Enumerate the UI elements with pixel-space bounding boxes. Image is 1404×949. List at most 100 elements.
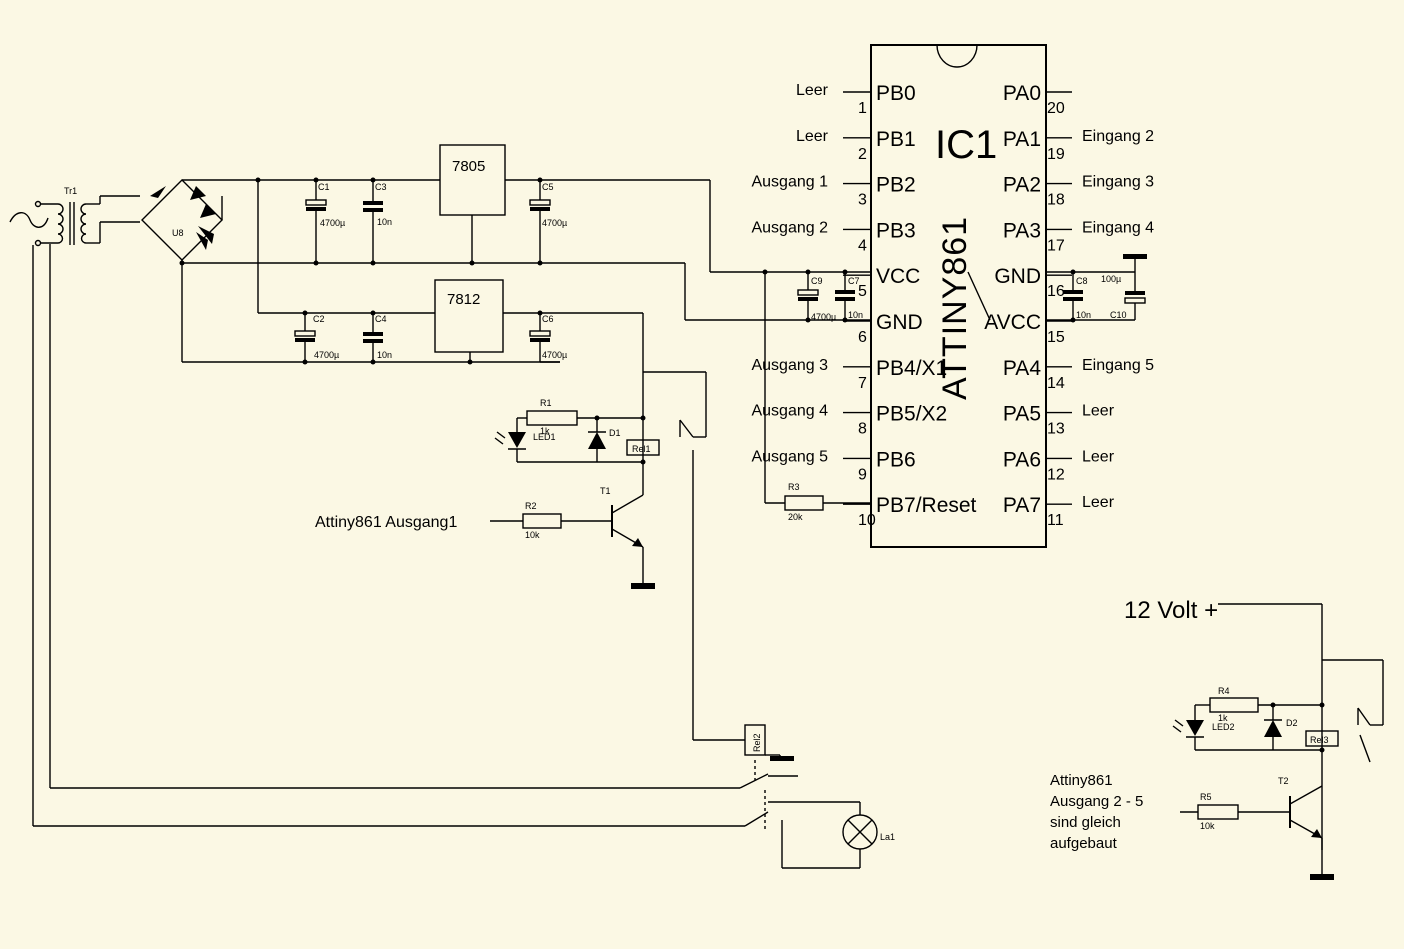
ic-pin-label-4: Ausgang 2 bbox=[751, 219, 828, 236]
ic-pin-name-12: PA6 bbox=[1003, 448, 1041, 471]
ic-decoupling: C9 4700µ C7 10n R3 20k bbox=[762, 269, 871, 522]
ic-pin-number-7: 7 bbox=[858, 375, 867, 392]
relay-driver-1: R1 1k LED1 D1 Rel1 Attiny861 Ausgang1 R2… bbox=[315, 371, 745, 741]
c3-ref: C3 bbox=[375, 182, 387, 192]
ic-pin-number-18: 18 bbox=[1047, 192, 1065, 209]
c7-ref: C7 bbox=[848, 276, 860, 286]
ic-pin-name-16: GND bbox=[994, 265, 1041, 288]
ic-pin-number-11: 11 bbox=[1047, 512, 1064, 529]
ic-pin-number-16: 16 bbox=[1047, 283, 1065, 300]
ic-pin-name-18: PA2 bbox=[1003, 174, 1041, 197]
c2-value: 4700µ bbox=[314, 350, 339, 360]
ic-pin-name-5: VCC bbox=[876, 265, 920, 288]
ic-pin-number-20: 20 bbox=[1047, 100, 1065, 117]
supply-12v-label: 12 Volt + bbox=[1124, 597, 1218, 624]
rel3-coil bbox=[1305, 730, 1339, 747]
ic-pin-name-8: PB5/X2 bbox=[876, 403, 947, 426]
d1-symbol bbox=[588, 432, 606, 449]
ic-pin-name-7: PB4/X1 bbox=[876, 357, 947, 380]
c10-ref: C10 bbox=[1110, 310, 1127, 320]
c5-value: 4700µ bbox=[542, 218, 567, 228]
ic-pin-number-1: 1 bbox=[858, 100, 867, 117]
ic-pin-label-11: Leer bbox=[1082, 494, 1115, 511]
ic-pin-label-2: Leer bbox=[796, 128, 829, 145]
r5-value: 10k bbox=[1200, 821, 1215, 831]
regulator-7805 bbox=[439, 144, 506, 216]
led1-ref: LED1 bbox=[533, 432, 556, 442]
ic-pin-number-13: 13 bbox=[1047, 421, 1065, 438]
ic-pin-label-19: Eingang 2 bbox=[1082, 128, 1154, 145]
r4-ref: R4 bbox=[1218, 686, 1230, 696]
ic-pin-name-19: PA1 bbox=[1003, 128, 1041, 151]
driver1-input-label: Attiny861 Ausgang1 bbox=[315, 514, 457, 531]
avcc-decoupling: C8 10n C10 100µ bbox=[967, 254, 1147, 323]
c3-value: 10n bbox=[377, 217, 392, 227]
rel2-ref: Rel2 bbox=[752, 733, 762, 752]
r1-ref: R1 bbox=[540, 398, 552, 408]
c10-value: 100µ bbox=[1101, 274, 1121, 284]
ic-pin-label-17: Eingang 4 bbox=[1082, 219, 1154, 236]
ic-pin-number-17: 17 bbox=[1047, 237, 1065, 254]
r3-value: 20k bbox=[788, 512, 803, 522]
rel3-ref: Rel3 bbox=[1310, 735, 1329, 745]
ic-pin-label-12: Leer bbox=[1082, 448, 1115, 465]
r2-ref: R2 bbox=[525, 501, 537, 511]
ic-pin-label-13: Leer bbox=[1082, 403, 1115, 420]
c9-ref: C9 bbox=[811, 276, 823, 286]
ic-pin-name-14: PA4 bbox=[1003, 357, 1041, 380]
ic-pin-name-13: PA5 bbox=[1003, 403, 1041, 426]
ic-pin-name-20: PA0 bbox=[1003, 82, 1041, 105]
ic-pin-number-15: 15 bbox=[1047, 329, 1065, 346]
ic-pin-label-9: Ausgang 5 bbox=[751, 448, 828, 465]
d1-ref: D1 bbox=[609, 428, 621, 438]
ic-pin-number-2: 2 bbox=[858, 146, 867, 163]
ic-pin-label-14: Eingang 5 bbox=[1082, 357, 1154, 374]
led2-ref: LED2 bbox=[1212, 722, 1235, 732]
c4-ref: C4 bbox=[375, 314, 387, 324]
ic-attiny861: IC1 ATTINY861 PB01LeerPB12LeerPB23Ausgan… bbox=[751, 44, 1154, 548]
c6-ref: C6 bbox=[542, 314, 554, 324]
r5-ref: R5 bbox=[1200, 792, 1212, 802]
ic-pin-label-7: Ausgang 3 bbox=[751, 357, 828, 374]
d2-ref: D2 bbox=[1286, 718, 1298, 728]
ic-pin-name-2: PB1 bbox=[876, 128, 916, 151]
transformer-ref: Tr1 bbox=[64, 186, 77, 196]
led2-symbol bbox=[1186, 720, 1204, 736]
regulator-7812-label: 7812 bbox=[447, 291, 480, 308]
transformer: Tr1 bbox=[9, 186, 140, 247]
ic-pin-number-5: 5 bbox=[858, 283, 867, 300]
c2-ref: C2 bbox=[313, 314, 325, 324]
ic-pin-number-3: 3 bbox=[858, 192, 867, 209]
led1-symbol bbox=[508, 432, 526, 448]
ic-pin-number-6: 6 bbox=[858, 329, 867, 346]
relay2-lamp: Rel2 La1 bbox=[32, 244, 895, 869]
d2-symbol bbox=[1264, 720, 1282, 737]
ic-pin-number-14: 14 bbox=[1047, 375, 1065, 392]
t1-ref: T1 bbox=[600, 486, 611, 496]
ic-pin-label-3: Ausgang 1 bbox=[751, 174, 828, 191]
ic-pin-label-1: Leer bbox=[796, 82, 829, 99]
c8-ref: C8 bbox=[1076, 276, 1088, 286]
relay-driver-2: 12 Volt + R4 1k LED2 D2 Rel3 Attiny861 bbox=[1050, 597, 1384, 880]
r4-value: 1k bbox=[1218, 713, 1228, 723]
ic-pin-number-4: 4 bbox=[858, 237, 867, 254]
driver2-note-line-1: Attiny861 bbox=[1050, 772, 1113, 789]
mains-ac-symbol bbox=[9, 212, 49, 228]
c6-value: 4700µ bbox=[542, 350, 567, 360]
ic-pin-name-10: PB7/Reset bbox=[876, 494, 977, 517]
c1-value: 4700µ bbox=[320, 218, 345, 228]
ic-pin-name-4: PB3 bbox=[876, 219, 916, 242]
driver2-note-line-3: sind gleich bbox=[1050, 814, 1121, 831]
rectifier-ref: U8 bbox=[172, 228, 184, 238]
ic-pin-label-8: Ausgang 4 bbox=[751, 403, 828, 420]
c8-value: 10n bbox=[1076, 310, 1091, 320]
ic-pin-name-1: PB0 bbox=[876, 82, 916, 105]
ic-pin-number-19: 19 bbox=[1047, 146, 1065, 163]
regulator-7812 bbox=[434, 279, 504, 353]
lamp-ref: La1 bbox=[880, 832, 895, 842]
c1-ref: C1 bbox=[318, 182, 330, 192]
ic-ref: IC1 bbox=[935, 123, 997, 167]
